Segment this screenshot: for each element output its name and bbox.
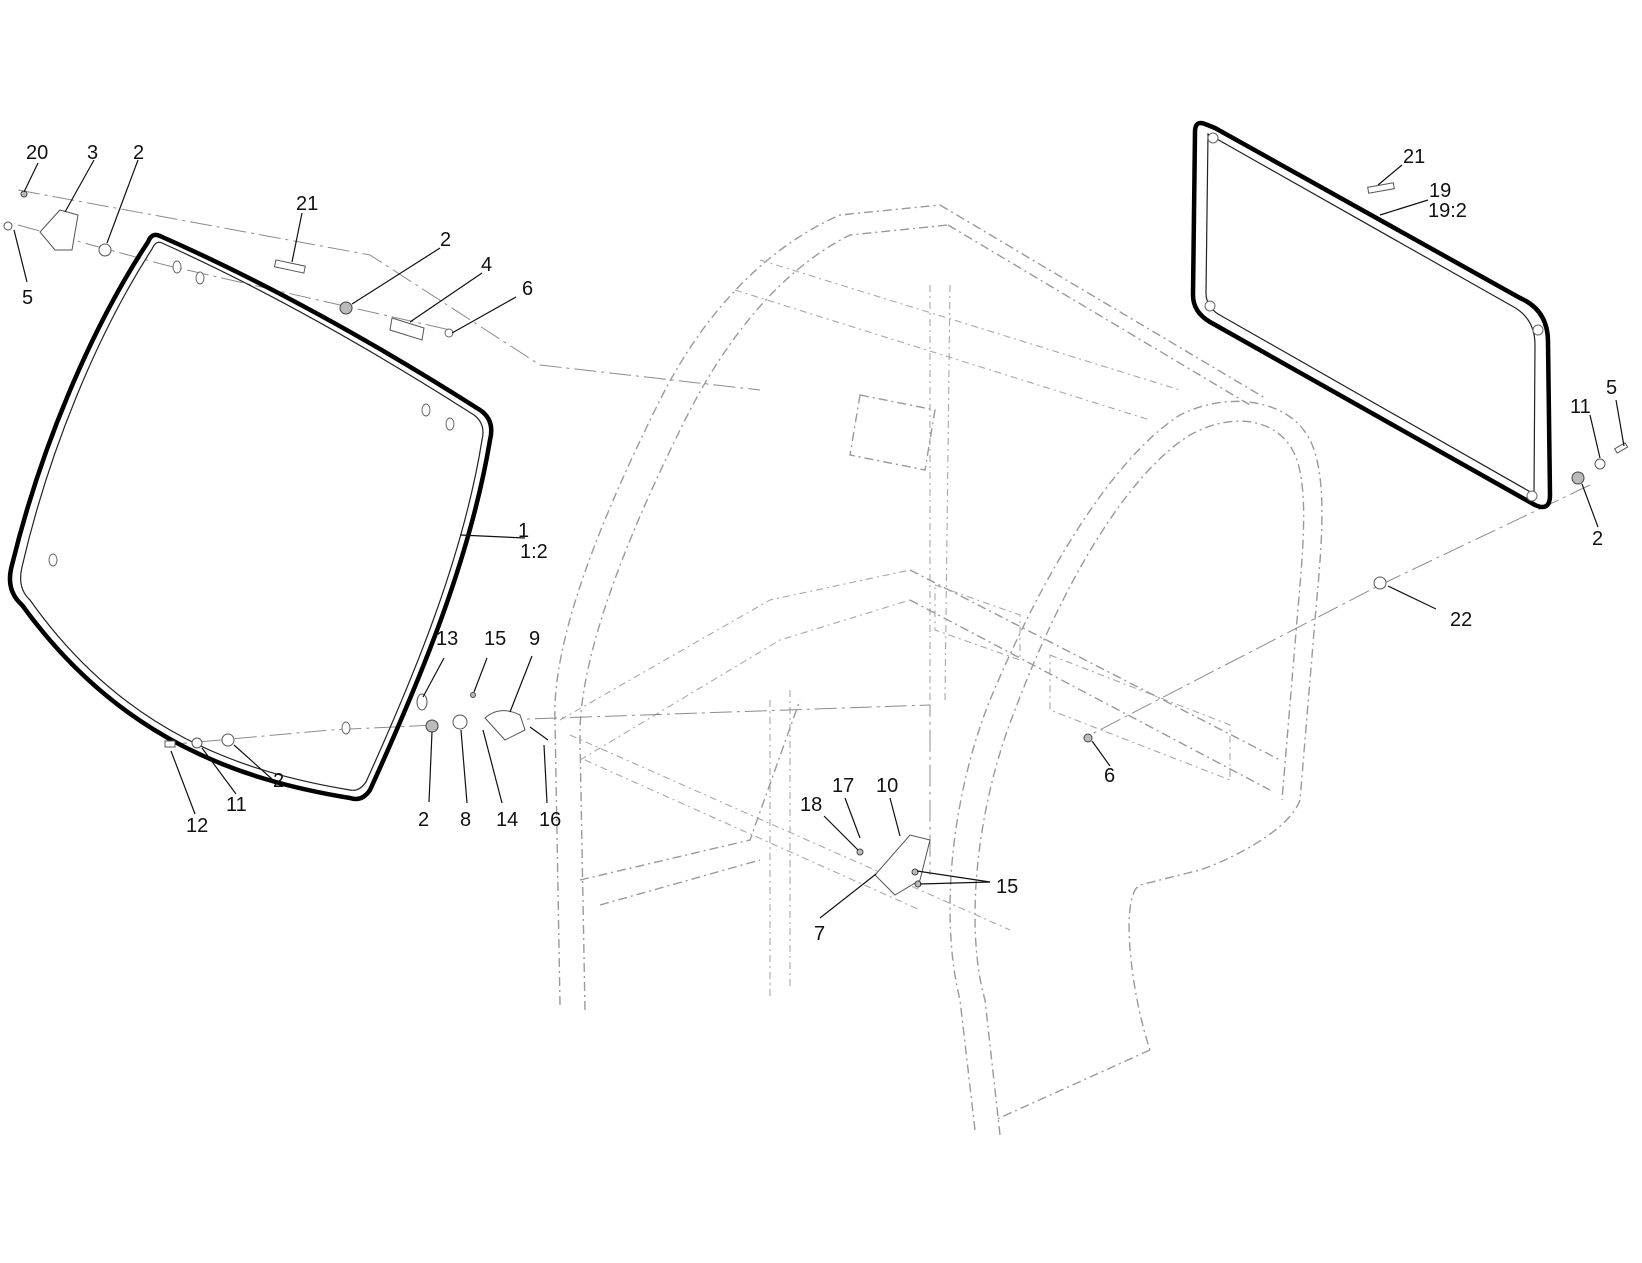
callout-10: 10: [876, 775, 898, 797]
callout-3: 3: [87, 142, 98, 164]
callout-5: 5: [22, 287, 33, 309]
callout-2: 2: [418, 809, 429, 831]
leader-lines: [13, 159, 1625, 919]
callout-6: 6: [522, 278, 533, 300]
callout-7: 7: [814, 923, 825, 945]
callout-15: 15: [996, 876, 1018, 898]
callout-2: 2: [1592, 528, 1603, 550]
callout-15: 15: [484, 628, 506, 650]
callout-22: 22: [1450, 609, 1472, 631]
hinge-bracket-3: [39, 209, 79, 251]
callout-19: 19: [1429, 180, 1451, 202]
callout-labels: 20 3 2 5 21 2 4 6 1 1:2 13 15 9 2 11 12 …: [22, 142, 1617, 945]
strap-4: [389, 317, 425, 341]
callout-11: 11: [1570, 396, 1591, 418]
hardware-parts: [3, 182, 1629, 896]
callout-17: 17: [832, 775, 854, 797]
callout-14: 14: [496, 809, 518, 831]
assembly-centerlines: [17, 189, 1591, 875]
callout-6: 6: [1104, 765, 1115, 787]
callout-9: 9: [529, 628, 540, 650]
callout-4: 4: [481, 254, 492, 276]
callout-1-2: 1:2: [520, 541, 548, 563]
rear-window-glass: [1190, 120, 1553, 510]
callout-2: 2: [133, 142, 144, 164]
callout-2: 2: [440, 229, 451, 251]
callout-2: 2: [273, 770, 284, 792]
callout-5: 5: [1606, 377, 1617, 399]
callout-20: 20: [26, 142, 48, 164]
callout-11: 11: [226, 794, 247, 816]
callout-16: 16: [539, 809, 561, 831]
callout-18: 18: [800, 794, 822, 816]
callout-21: 21: [1403, 146, 1425, 168]
callout-8: 8: [460, 809, 471, 831]
callout-1: 1: [518, 520, 529, 542]
roll-cage-frame: [554, 204, 1323, 1136]
callout-12: 12: [186, 815, 208, 837]
front-windshield-glass: [7, 232, 494, 802]
callout-21: 21: [296, 193, 318, 215]
callout-19-2: 19:2: [1428, 200, 1467, 222]
callout-13: 13: [436, 628, 458, 650]
